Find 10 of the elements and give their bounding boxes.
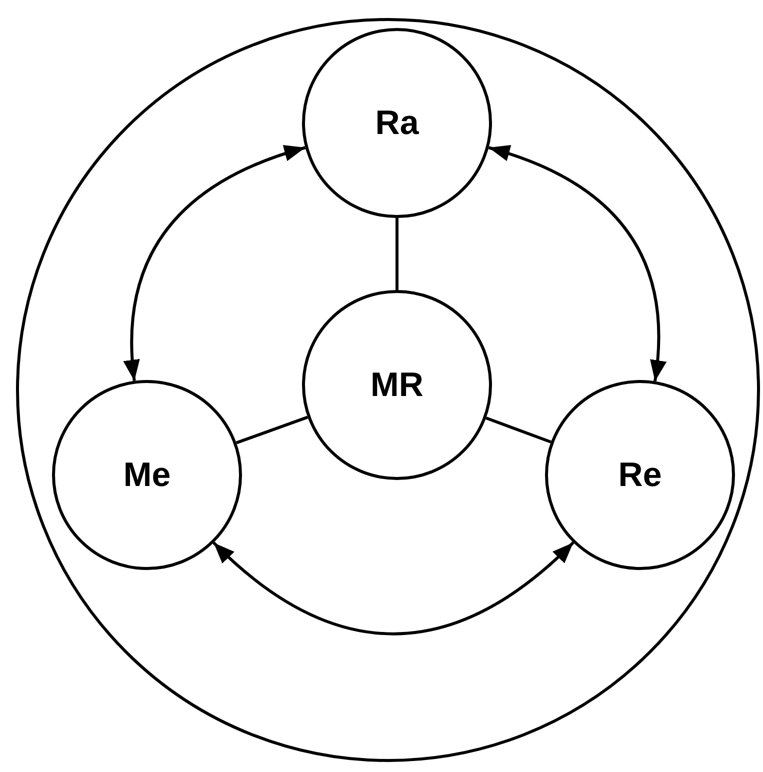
- node-label: Me: [123, 458, 171, 492]
- node-label: Ra: [375, 106, 419, 140]
- double-arrow: [488, 146, 666, 382]
- connector-line: [486, 416, 552, 444]
- double-arrow: [212, 541, 574, 636]
- node-label: Re: [618, 458, 662, 492]
- connector-line: [236, 416, 308, 444]
- double-arrow: [124, 146, 306, 381]
- node-label: MR: [370, 368, 424, 402]
- connector-line: [396, 218, 398, 290]
